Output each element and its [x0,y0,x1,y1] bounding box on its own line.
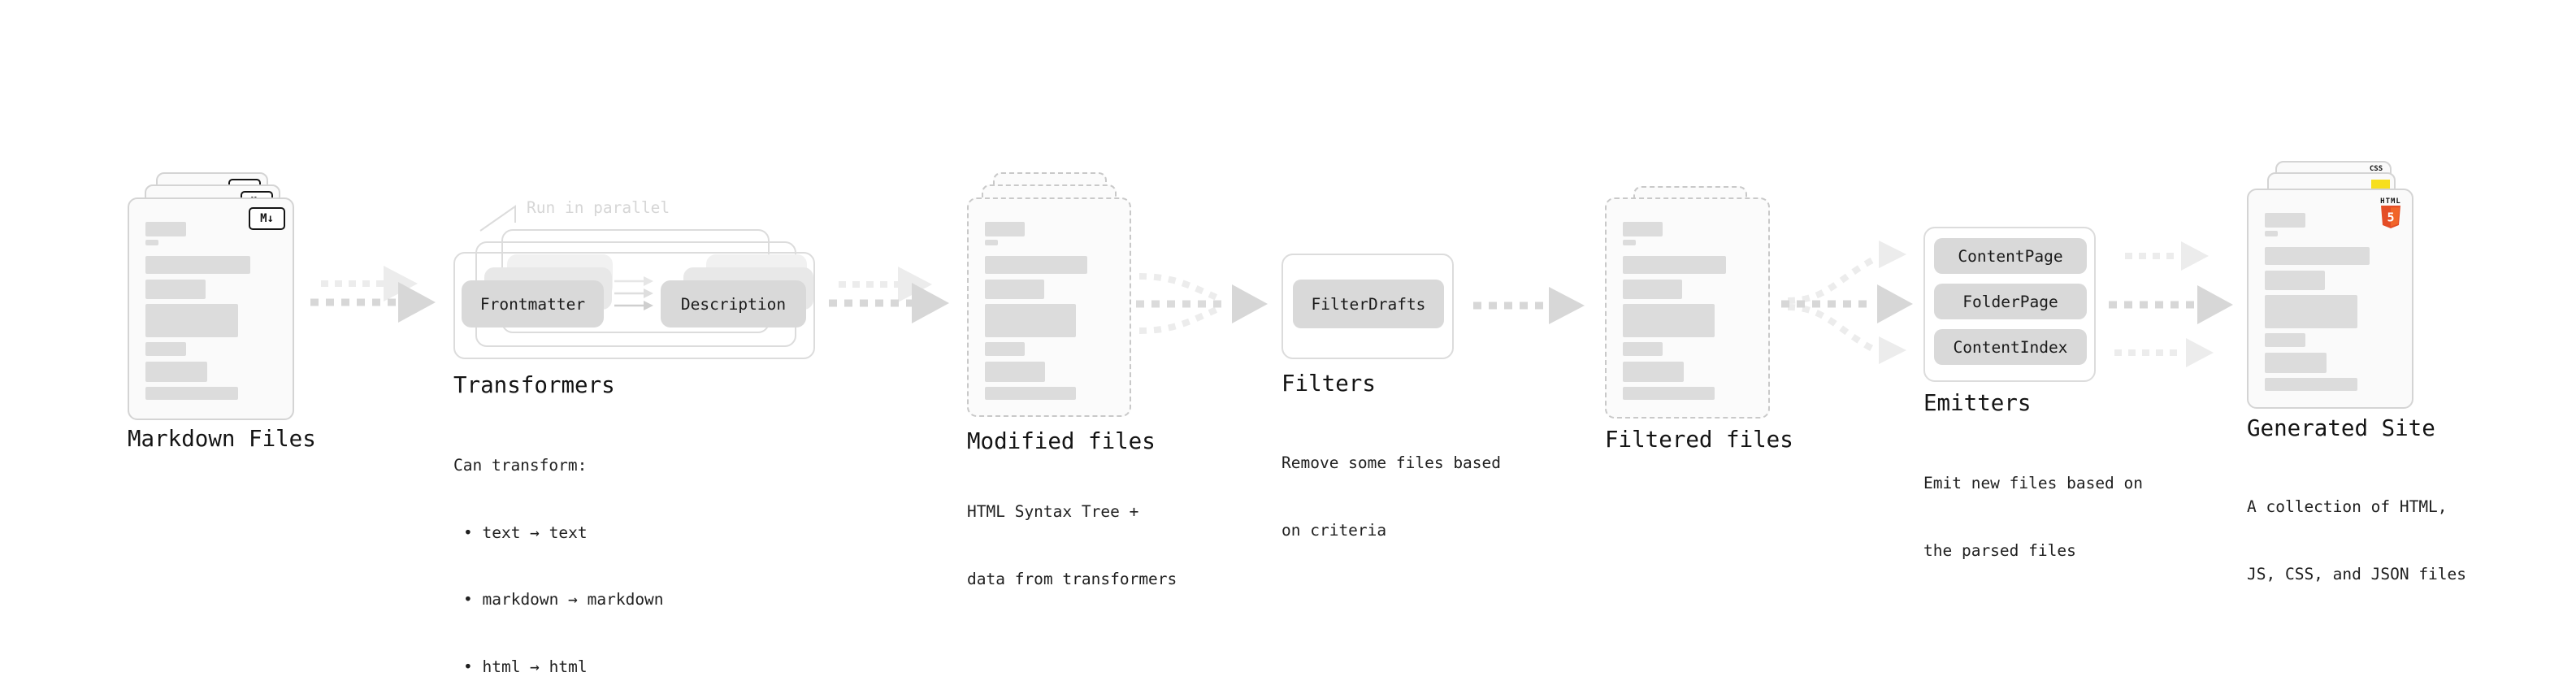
skeleton-bar [145,280,206,299]
filters-desc-line: Remove some files based [1281,453,1502,472]
js-logo-icon [2371,180,2390,189]
skeleton-bar [145,304,239,337]
file-skeleton [985,222,1113,400]
modified-desc-line: data from transformers [967,569,1177,588]
html5-logo-word: HTML [2380,197,2401,206]
emitters-chip-stack: ContentPage FolderPage ContentIndex [1934,238,2087,365]
skeleton-bar [1623,256,1727,274]
file-skeleton [1623,222,1752,400]
skeleton-bar [2265,378,2358,391]
contentindex-chip: ContentIndex [1934,329,2087,365]
skeleton-bar [2265,353,2327,373]
filterdrafts-chip: FilterDrafts [1293,280,1444,328]
filtered-files-label: Filtered files [1605,427,1793,453]
skeleton-bar [2265,271,2326,290]
skeleton-bar [145,256,250,274]
skeleton-bar [145,362,207,382]
filters-heading: Filters [1281,371,1376,397]
modified-files-label: Modified files [967,428,1156,454]
description-chip: Description [661,280,806,327]
skeleton-bar [985,222,1025,236]
skeleton-bar [2265,231,2279,236]
skeleton-bar [2265,213,2305,228]
emitters-description: Emit new files based on the parsed files [1923,427,2143,606]
emitters-heading: Emitters [1923,390,2032,416]
frontmatter-chip: Frontmatter [462,280,604,327]
file-skeleton [145,222,276,400]
arrow-frontmatter-to-description [614,276,653,310]
transformers-desc-line: • text → text [463,523,588,542]
markdown-file-card: M↓ [128,197,294,420]
markdown-badge: M↓ [249,207,285,230]
filters-desc-line: on criteria [1281,520,1387,540]
skeleton-bar [145,240,159,245]
skeleton-bar [1623,342,1663,356]
skeleton-bar [985,280,1044,299]
skeleton-bar [145,342,186,356]
arrow-markdown-to-transformers [310,266,436,323]
run-in-parallel-leader-line [479,205,516,232]
skeleton-bar [1623,362,1684,382]
skeleton-bar [1623,387,1715,400]
emitters-desc-line: the parsed files [1923,540,2076,560]
modified-file-card [967,197,1131,417]
emitters-desc-line: Emit new files based on [1923,474,2144,492]
generated-site-description: A collection of HTML, JS, CSS, and JSON … [2247,451,2466,630]
file-skeleton [2265,213,2396,391]
svg-text:5: 5 [2387,210,2394,225]
filters-description: Remove some files based on criteria [1281,407,1501,586]
markdown-files-label: Markdown Files [128,426,316,452]
skeleton-bar [2265,247,2370,265]
skeleton-bar [1623,222,1663,236]
skeleton-bar [1623,240,1636,245]
transformers-heading: Transformers [453,372,615,398]
modified-files-description: HTML Syntax Tree + data from transformer… [967,456,1177,635]
generated-site-label: Generated Site [2247,415,2435,441]
generated-desc-line: JS, CSS, and JSON files [2247,564,2467,583]
skeleton-bar [1623,304,1715,337]
skeleton-bar [2265,295,2358,328]
html5-shield-icon: 5 [2381,206,2400,228]
filtered-file-card [1605,197,1770,419]
arrow-filtered-to-emitters [1781,241,1913,364]
transformers-box [453,252,815,359]
transformers-desc-line: • markdown → markdown [463,590,664,609]
transformers-description: Can transform: • text → text • markdown … [453,410,664,681]
skeleton-bar [145,222,186,236]
html5-logo-icon: HTML 5 [2380,197,2401,228]
emitters-box [1923,227,2096,382]
run-in-parallel-note: Run in parallel [527,198,670,217]
filters-box [1281,254,1454,359]
skeleton-bar [985,240,998,245]
skeleton-bar [985,362,1046,382]
modified-desc-line: HTML Syntax Tree + [967,502,1139,521]
arrow-modified-to-filters [1136,273,1268,334]
skeleton-bar [985,387,1077,400]
transformers-desc-line: • html → html [463,657,588,676]
skeleton-bar [985,304,1077,337]
skeleton-bar [2265,333,2305,347]
arrow-filters-to-filtered [1473,287,1585,324]
folderpage-chip: FolderPage [1934,284,2087,319]
transformers-desc-line: Can transform: [453,456,588,475]
skeleton-bar [1623,280,1683,299]
css-logo-text: CSS [2369,165,2383,173]
skeleton-bar [985,256,1088,274]
generated-desc-line: A collection of HTML, [2247,497,2448,516]
generated-site-card: HTML 5 [2247,189,2413,409]
arrow-transformers-to-modified [829,267,949,323]
contentpage-chip: ContentPage [1934,238,2087,274]
arrow-emitters-to-generated [2109,241,2233,367]
skeleton-bar [145,387,239,400]
skeleton-bar [985,342,1025,356]
